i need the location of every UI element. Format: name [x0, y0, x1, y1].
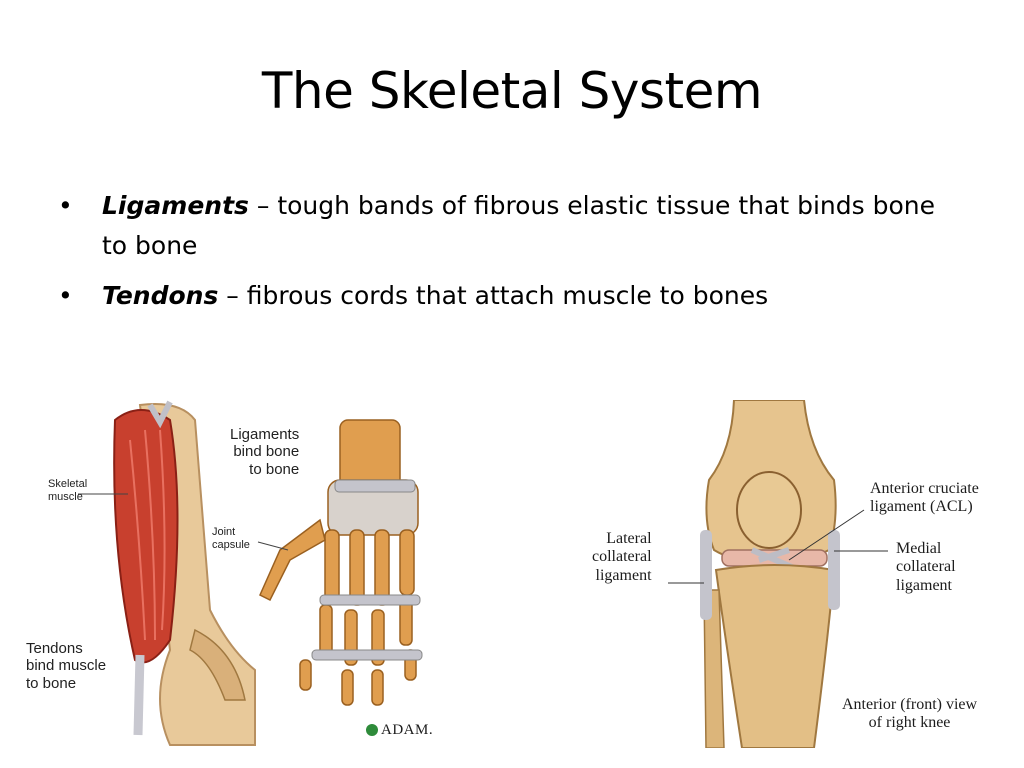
- arm-hand-drawing: [78, 400, 423, 746]
- slide-title: The Skeletal System: [261, 62, 763, 120]
- tendon-top: [147, 400, 173, 429]
- definition-tendons: fibrous cords that attach muscle to bone…: [246, 281, 769, 310]
- muscle-fiber: [129, 429, 166, 641]
- bullet-dot: •: [58, 281, 73, 310]
- bullet-dot: •: [58, 191, 73, 220]
- label-tendons: Tendons bind muscle to bone: [26, 640, 107, 692]
- label-acl: Anterior cruciate ligament (ACL): [870, 480, 979, 516]
- arm-hand-illustration: Skeletal muscle Ligaments bind bone to b…: [20, 400, 460, 748]
- knee-illustration: Anterior cruciate ligament (ACL) Lateral…: [584, 399, 1014, 749]
- bullet-list: • Ligaments – tough bands of fibrous ela…: [58, 186, 958, 326]
- term-tendons: Tendons: [102, 281, 219, 310]
- term-ligaments: Ligaments: [102, 191, 249, 220]
- definition-ligaments: tough bands of fibrous elastic tissue th…: [102, 191, 935, 260]
- tendon-bottom: [133, 654, 145, 736]
- hand-skeleton: [259, 419, 419, 706]
- bullet-ligaments: • Ligaments – tough bands of fibrous ela…: [58, 186, 958, 266]
- leader-joint-capsule: [257, 541, 289, 551]
- ligament-bands: [311, 479, 423, 661]
- elbow-bone: [189, 628, 246, 701]
- tibia: [714, 564, 836, 749]
- label-view: Anterior (front) view of right knee: [842, 696, 978, 732]
- bullet-tendons: • Tendons – fibrous cords that attach mu…: [58, 276, 958, 316]
- adam-credit: ADAM.: [381, 722, 434, 738]
- leader-acl: [788, 509, 865, 561]
- adam-logo-mark: [366, 724, 378, 736]
- bullet-dash: –: [248, 191, 278, 220]
- knee-drawing: [668, 399, 888, 749]
- medial-ligament: [828, 530, 840, 610]
- label-medial-collateral: Medial collateral ligament: [896, 540, 956, 594]
- lateral-ligament: [700, 530, 712, 620]
- patella: [736, 471, 802, 549]
- bullet-dash: –: [218, 281, 247, 310]
- label-joint-capsule: Joint capsule: [212, 526, 250, 551]
- label-skeletal-muscle: Skeletal muscle: [48, 478, 88, 503]
- label-lateral-collateral: Lateral collateral ligament: [592, 530, 652, 584]
- label-ligaments: Ligaments bind bone to bone: [230, 426, 300, 478]
